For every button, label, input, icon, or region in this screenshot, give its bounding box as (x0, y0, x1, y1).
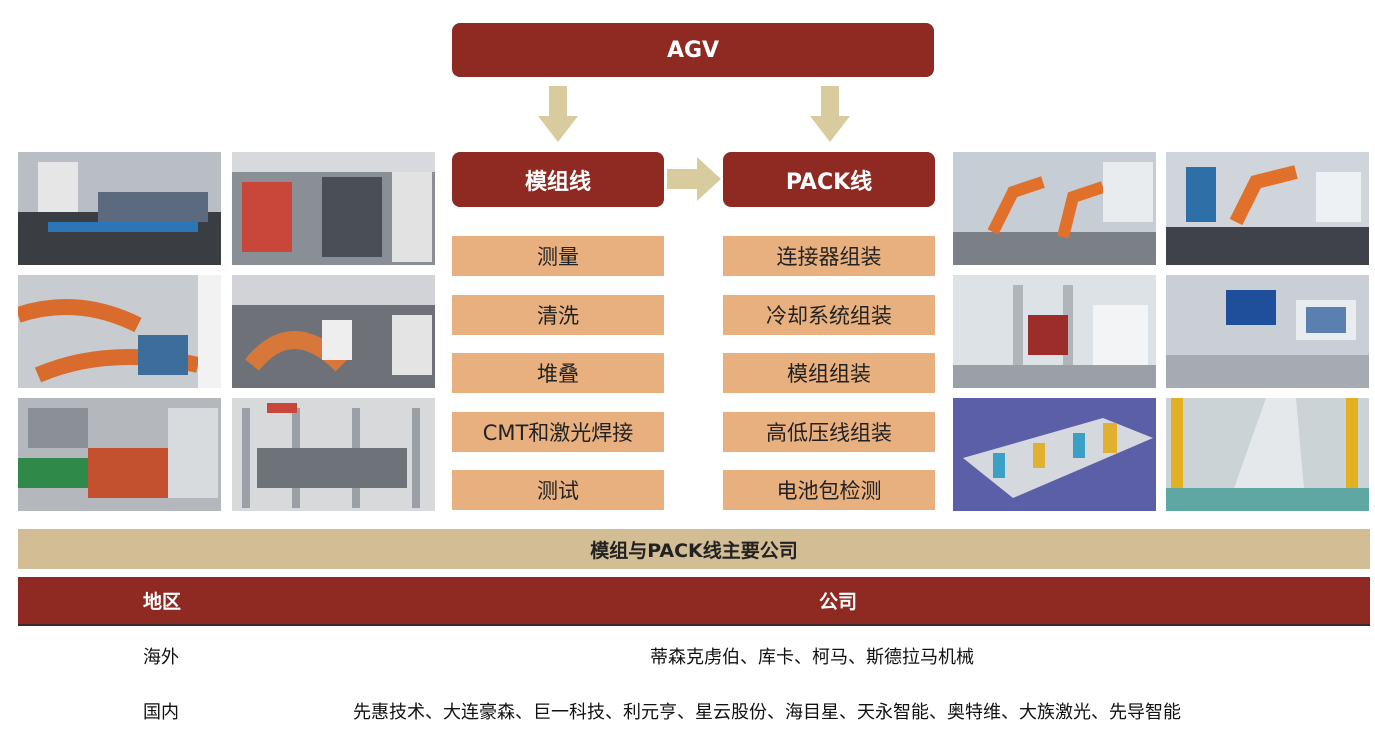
pack-line-photo (1166, 152, 1369, 265)
module-step: 堆叠 (452, 353, 664, 393)
pack-step: 模组组装 (723, 353, 935, 393)
pack-line-header: PACK线 (723, 152, 935, 207)
module-step: 测量 (452, 236, 664, 276)
module-line-header: 模组线 (452, 152, 664, 207)
row-region: 海外 (143, 647, 179, 668)
pack-line-photo (1166, 275, 1369, 388)
table-title-text: 模组与PACK线主要公司 (590, 539, 798, 562)
header-divider (18, 624, 1370, 626)
agv-header: AGV (452, 23, 934, 77)
pack-line-photo (1166, 398, 1369, 511)
module-line-photo (18, 398, 221, 511)
pack-line-photo (953, 398, 1156, 511)
module-line-photo (232, 398, 435, 511)
pack-line-photo (953, 275, 1156, 388)
module-step: 清洗 (452, 295, 664, 335)
pack-line-photo (953, 152, 1156, 265)
arrow-down-left-icon (538, 86, 578, 142)
header-company: 公司 (819, 591, 858, 613)
header-region: 地区 (143, 591, 182, 613)
module-line-photo (18, 275, 221, 388)
module-line-photo (232, 275, 435, 388)
module-line-photo (232, 152, 435, 265)
module-step: CMT和激光焊接 (452, 412, 664, 452)
arrow-right-icon (667, 157, 721, 201)
table-header: 地区 公司 (18, 577, 1370, 624)
row-company: 蒂森克虏伯、库卡、柯马、斯德拉马机械 (650, 647, 974, 668)
row-company: 先惠技术、大连豪森、巨一科技、利元亨、星云股份、海目星、天永智能、奥特维、大族激… (353, 702, 1181, 723)
module-line-photo (18, 152, 221, 265)
pack-step: 电池包检测 (723, 470, 935, 510)
table-title: 模组与PACK线主要公司 (18, 529, 1370, 569)
pack-step: 高低压线组装 (723, 412, 935, 452)
pack-step: 冷却系统组装 (723, 295, 935, 335)
module-step: 测试 (452, 470, 664, 510)
row-region: 国内 (143, 702, 179, 723)
arrow-down-right-icon (810, 86, 850, 142)
pack-step: 连接器组装 (723, 236, 935, 276)
